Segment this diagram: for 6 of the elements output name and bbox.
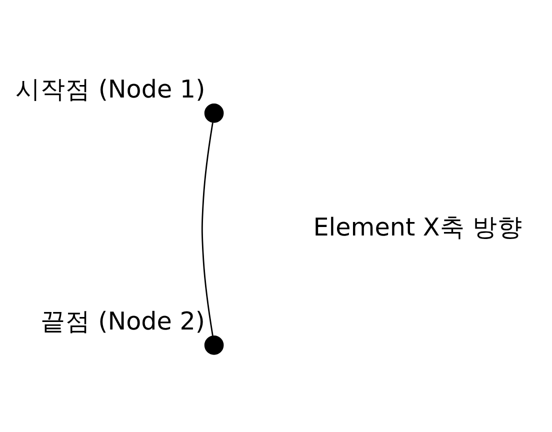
node-circle [204,104,224,123]
node-label: 시작점 (Node 1) [16,74,206,104]
connector [201,122,214,336]
node-circle [204,336,224,355]
label: Element X축 방향 [313,212,523,242]
node-label: 끝점 (Node 2) [40,306,205,336]
